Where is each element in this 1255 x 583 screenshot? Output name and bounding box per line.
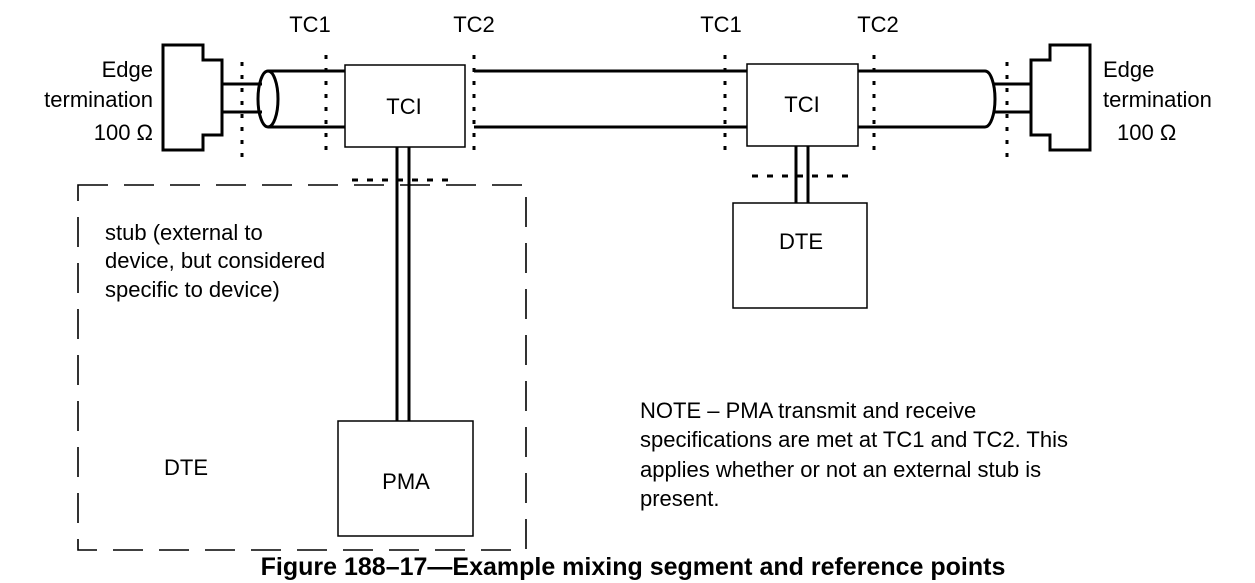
note-line-3: applies whether or not an external stub …	[640, 457, 1041, 482]
cable-segment-middle	[474, 69, 747, 129]
stub-description-line-2: device, but considered	[105, 248, 325, 273]
tc2-label-left: TC2	[453, 12, 495, 37]
dte-label-right: DTE	[779, 229, 823, 254]
tc2-label-right: TC2	[857, 12, 899, 37]
tc1-label-left: TC1	[289, 12, 331, 37]
impedance-label-right: 100 Ω	[1117, 120, 1176, 145]
right-edge-termination	[993, 43, 1092, 152]
edge-label-left: Edge	[102, 57, 153, 82]
cable-segment-left	[256, 69, 345, 129]
cable-segment-right	[858, 69, 997, 129]
dte-boundary-dashed	[77, 184, 527, 551]
figure-caption: Figure 188–17—Example mixing segment and…	[261, 553, 1006, 581]
tc1-label-right: TC1	[700, 12, 742, 37]
note-line-2: specifications are met at TC1 and TC2. T…	[640, 427, 1068, 452]
impedance-label-left: 100 Ω	[94, 120, 153, 145]
tci-label-left: TCI	[386, 94, 421, 119]
tci-box-left	[344, 64, 466, 148]
stub-connection-right	[794, 146, 810, 203]
edge-label-right: Edge	[1103, 57, 1154, 82]
pma-box	[337, 420, 474, 537]
left-edge-termination	[161, 43, 262, 152]
tci-box-right	[746, 63, 859, 147]
termination-label-left: termination	[44, 87, 153, 112]
pma-label: PMA	[382, 469, 430, 494]
note-line-4: present.	[640, 486, 720, 511]
stub-description-line-3: specific to device)	[105, 277, 280, 302]
dte-box	[732, 202, 868, 309]
tci-label-right: TCI	[784, 92, 819, 117]
note-line-1: NOTE – PMA transmit and receive	[640, 398, 976, 423]
dte-label-left: DTE	[164, 455, 208, 480]
termination-label-right: termination	[1103, 87, 1212, 112]
stub-description-line-1: stub (external to	[105, 220, 263, 245]
stub-connection-left	[395, 147, 411, 421]
